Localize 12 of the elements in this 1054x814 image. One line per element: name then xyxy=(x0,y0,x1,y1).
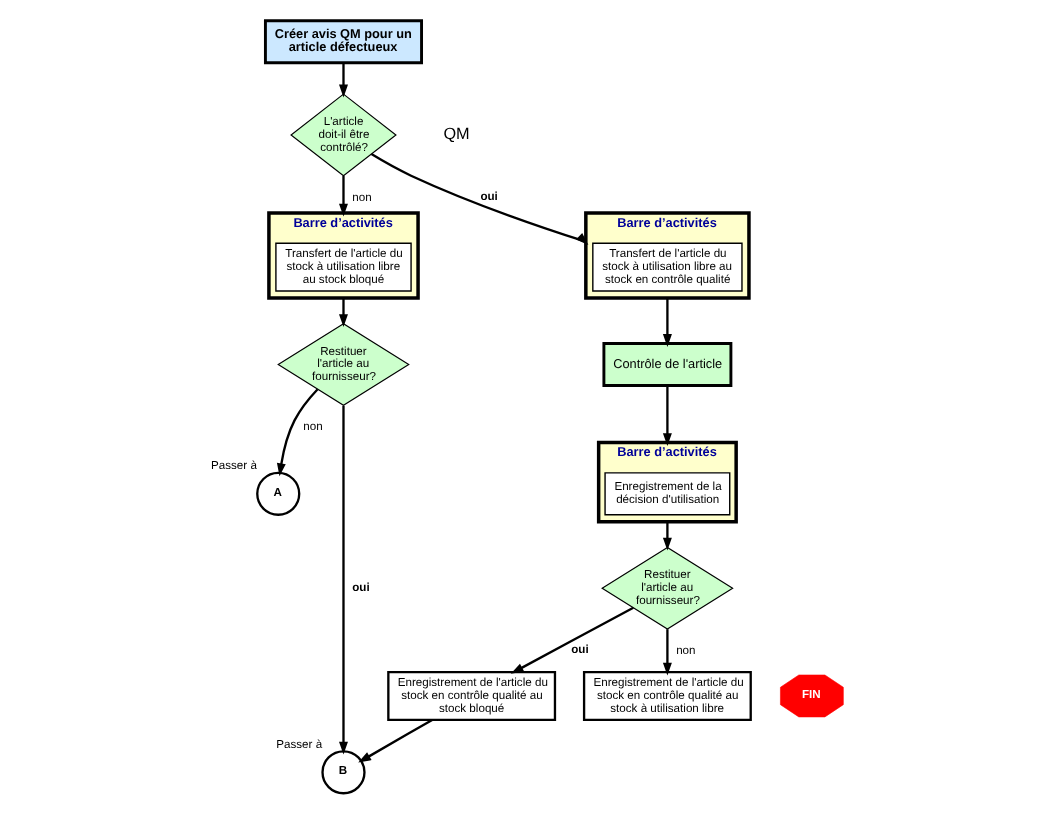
arrow xyxy=(510,606,634,674)
arrow xyxy=(358,718,433,763)
arrow xyxy=(276,388,319,477)
arrow xyxy=(662,385,672,447)
arrow xyxy=(662,298,672,347)
arrow xyxy=(339,175,348,217)
arrow xyxy=(662,521,672,551)
arrow xyxy=(339,405,348,755)
arrow xyxy=(370,153,589,246)
arrow xyxy=(339,298,348,327)
arrow xyxy=(662,629,672,676)
arrow xyxy=(339,63,348,98)
